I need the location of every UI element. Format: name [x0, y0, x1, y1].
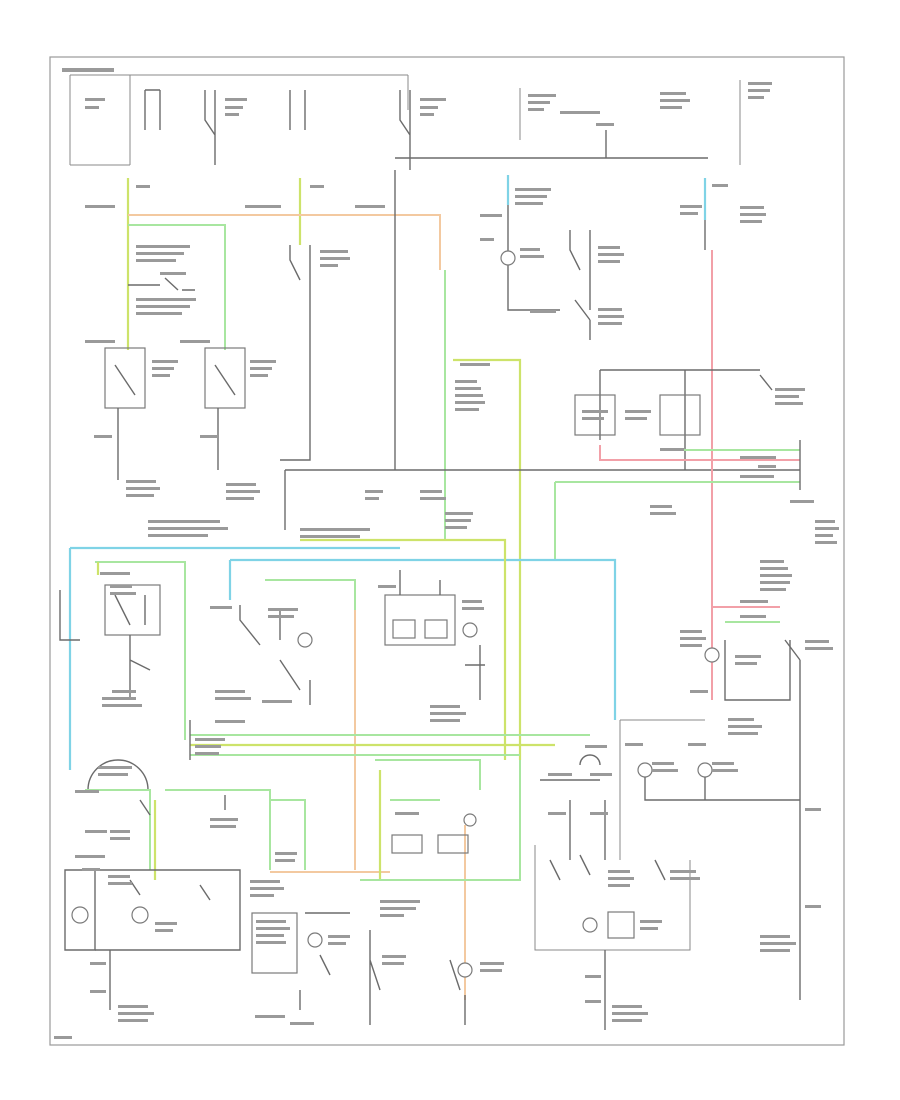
upper-right-section — [480, 175, 839, 700]
module-box-lower-center — [251, 912, 298, 974]
lamp-lower-right-1 — [582, 917, 598, 933]
lamp-housing-2 — [204, 347, 246, 409]
right-mid-section — [619, 560, 833, 1000]
fuse-panel-section — [62, 68, 772, 170]
module-box-center — [384, 594, 456, 646]
lamp-right-1 — [704, 647, 720, 663]
upper-left-switch-section — [85, 170, 441, 500]
lower-section — [64, 720, 700, 1030]
lamp-upper-right-2 — [574, 394, 616, 436]
lamp-mid-2 — [462, 622, 478, 638]
lamp-lower-center-1 — [463, 813, 477, 827]
lamp-housing-left-mid — [104, 584, 161, 636]
lamp-upper-right-1 — [500, 250, 516, 266]
lamp-lower-left-2 — [131, 906, 149, 924]
lamp-lower-center-2 — [307, 932, 323, 948]
lamp-right-3 — [697, 762, 713, 778]
lamp-lower-center-3 — [457, 962, 473, 978]
lamp-right-2 — [637, 762, 653, 778]
middle-band-section — [59, 538, 617, 870]
lamp-lower-left-1 — [71, 906, 89, 924]
mid-center-section — [148, 270, 800, 760]
diagram-frame — [49, 56, 845, 1046]
lamp-housing-1 — [104, 347, 146, 409]
lamp-upper-right-3 — [659, 394, 701, 436]
lamp-mid-1 — [297, 632, 313, 648]
